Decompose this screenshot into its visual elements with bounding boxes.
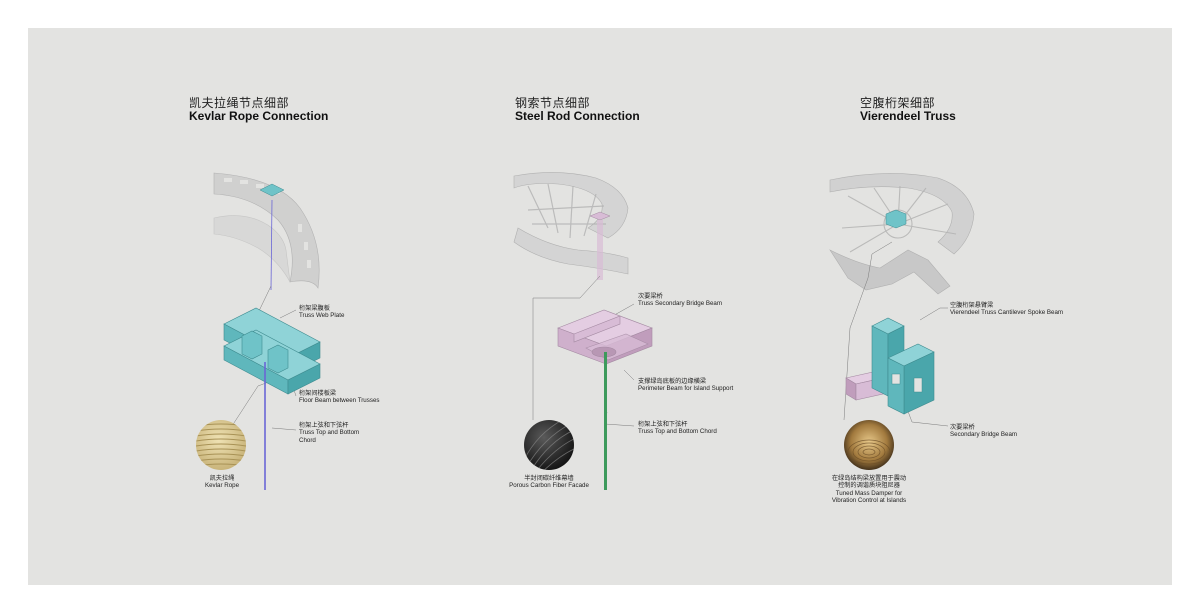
vierendeel-spoke-beam: [871, 317, 935, 415]
label-en: Truss Top and Bottom Chord: [638, 428, 717, 436]
truss-detail: [223, 307, 321, 395]
label-zh: 桁架上弦和下弦杆: [638, 421, 688, 428]
panel-title-zh: 空腹桁架细部: [860, 96, 936, 110]
steel-rod-illustration: [513, 172, 653, 490]
label-zh: 凯夫拉绳: [209, 475, 235, 482]
label-en: Truss Secondary Bridge Beam: [638, 300, 723, 308]
label-carbon-fiber-facade: 半封闭碳纤维幕墙 Porous Carbon Fiber Facade: [509, 475, 589, 490]
label-zh: 支撑绿岛底板的边缘横梁: [638, 378, 707, 385]
panel-title-zh: 凯夫拉绳节点细部: [189, 96, 290, 110]
label-floor-beam: 桁架间楼板梁 Floor Beam between Trusses: [299, 390, 379, 405]
radial-ring-structure: [829, 173, 975, 295]
vierendeel-truss-illustration: [829, 173, 975, 470]
label-zh: 次要梁桥: [638, 293, 663, 300]
label-en: Floor Beam between Trusses: [299, 397, 380, 405]
label-zh: 桁架梁腹板: [299, 305, 330, 312]
panel-vierendeel-truss: 空腹桁架细部 Vierendeel Truss: [788, 28, 1172, 585]
diagram-board: 凯夫拉绳节点细部 Kevlar Rope Connection: [28, 28, 1172, 585]
label-en: Secondary Bridge Beam: [950, 431, 1018, 439]
label-zh: 次要梁桥: [950, 424, 975, 431]
label-en: Kevlar Rope: [204, 482, 240, 490]
label-en: Perimeter Beam for Island Support: [638, 385, 734, 393]
steel-rod: [604, 352, 607, 490]
label-en: Truss Web Plate: [299, 312, 345, 320]
kevlar-rope-swatch-icon: [196, 420, 246, 470]
kevlar-rope-illustration: [196, 172, 321, 490]
panel-steel-rod: 钢索节点细部 Steel Rod Connection: [408, 28, 788, 585]
tuned-mass-damper-swatch-icon: [844, 420, 894, 470]
label-truss-web-plate: 桁架梁腹板 Truss Web Plate: [299, 305, 344, 320]
label-tuned-mass-damper: 在绿岛结构梁放置用于震动 控制的调谐质块阻尼器 Tuned Mass Dampe…: [832, 475, 906, 505]
label-zh: 桁架上弦和下弦杆: [299, 422, 349, 429]
label-secondary-bridge-beam: 次要梁桥 Secondary Bridge Beam: [950, 424, 1017, 439]
label-kevlar-rope: 凯夫拉绳 Kevlar Rope: [205, 475, 239, 490]
secondary-bridge-beam: [557, 309, 653, 365]
label-en: Truss Top and Bottom Chord: [299, 429, 360, 444]
panel-kevlar-rope: 凯夫拉绳节点细部 Kevlar Rope Connection: [28, 28, 408, 585]
label-truss-secondary-bridge-beam: 次要梁桥 Truss Secondary Bridge Beam: [638, 293, 722, 308]
ring-structure: [213, 172, 320, 289]
label-zh: 桁架间楼板梁: [299, 390, 337, 397]
panel-title-en: Vierendeel Truss: [860, 109, 956, 123]
label-en: Tuned Mass Damper for Vibration Control …: [831, 489, 907, 505]
label-vierendeel-cantilever-spoke-beam: 空腹桁架悬臂梁 Vierendeel Truss Cantilever Spok…: [950, 302, 1063, 317]
panel-title-en: Steel Rod Connection: [515, 109, 640, 123]
label-zh: 在绿岛结构梁放置用于震动 控制的调谐质块阻尼器: [831, 475, 907, 490]
label-en: Vierendeel Truss Cantilever Spoke Beam: [950, 309, 1064, 317]
label-truss-chord: 桁架上弦和下弦杆 Truss Top and Bottom Chord: [638, 421, 717, 436]
label-zh: 半封闭碳纤维幕墙: [524, 475, 574, 482]
panel-title-en: Kevlar Rope Connection: [189, 109, 329, 123]
carbon-fiber-swatch-icon: [524, 420, 574, 470]
label-en: Porous Carbon Fiber Facade: [509, 482, 589, 490]
label-perimeter-beam: 支撑绿岛底板的边缘横梁 Perimeter Beam for Island Su…: [638, 378, 733, 393]
label-truss-chord: 桁架上弦和下弦杆 Truss Top and Bottom Chord: [299, 422, 359, 444]
label-zh: 空腹桁架悬臂梁: [950, 302, 994, 309]
panel-title-zh: 钢索节点细部: [515, 96, 591, 110]
